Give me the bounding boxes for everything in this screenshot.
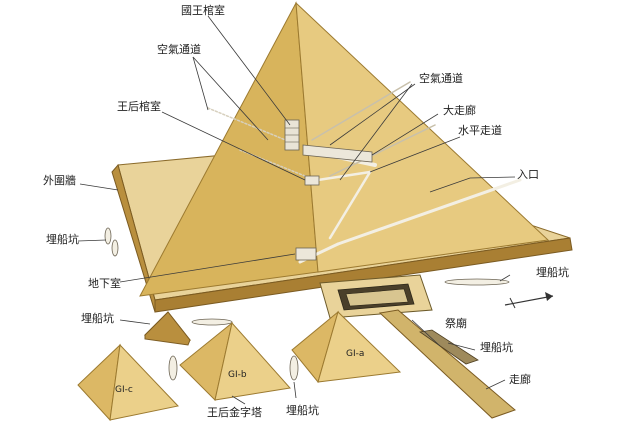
air-shaft-right-label: 空氣通道 — [419, 71, 463, 85]
pyramid-gia — [291, 310, 402, 384]
entrance-label: 入口 — [517, 168, 539, 181]
boat-pit-right-label: 埋船坑 — [536, 265, 569, 279]
causeway-label: 走廊 — [509, 372, 531, 386]
pyramid-small — [143, 311, 192, 346]
boat-pit-bottom-label: 埋船坑 — [286, 403, 319, 417]
boat-pits — [104, 227, 510, 381]
gib-label: GI-b — [228, 370, 247, 380]
grand-gallery-shape — [302, 144, 373, 163]
causeway-shape — [378, 309, 516, 419]
leader-lines — [77, 15, 516, 405]
grand-gallery-label: 大走廊 — [443, 103, 476, 117]
boat-pit-small-pyramid-label: 埋船坑 — [81, 311, 114, 325]
boat-pit-causeway-label: 埋船坑 — [480, 340, 513, 354]
causeway-pit — [418, 329, 479, 365]
pyramid-gic — [77, 343, 179, 422]
gia-label: GI-a — [346, 349, 364, 359]
pyramid-right-face — [295, 1, 550, 273]
mortuary-temple-label: 祭廟 — [445, 316, 467, 330]
enclosure-wall-label: 外圍牆 — [43, 173, 76, 187]
enclosure-wall-front — [154, 237, 573, 313]
boat-pit-left-label: 埋船坑 — [46, 232, 79, 246]
arrow-icon — [504, 292, 554, 309]
queens-pyramids-label: 王后金字塔 — [207, 405, 262, 419]
gic-label: GI-c — [115, 385, 133, 395]
air-shaft-left-label: 空氣通道 — [157, 42, 201, 56]
queen-chamber-label: 王后棺室 — [117, 99, 161, 113]
subterranean-chamber-label: 地下室 — [88, 276, 121, 290]
mortuary-temple-shape — [319, 274, 433, 319]
pyramid-gib — [179, 321, 291, 401]
queen-chamber-shape — [304, 175, 320, 186]
subterranean-chamber-shape — [295, 247, 317, 261]
horizontal-passage-label: 水平走道 — [458, 123, 502, 137]
king-chamber-block — [284, 119, 300, 151]
king-chamber-label: 國王棺室 — [181, 3, 225, 17]
